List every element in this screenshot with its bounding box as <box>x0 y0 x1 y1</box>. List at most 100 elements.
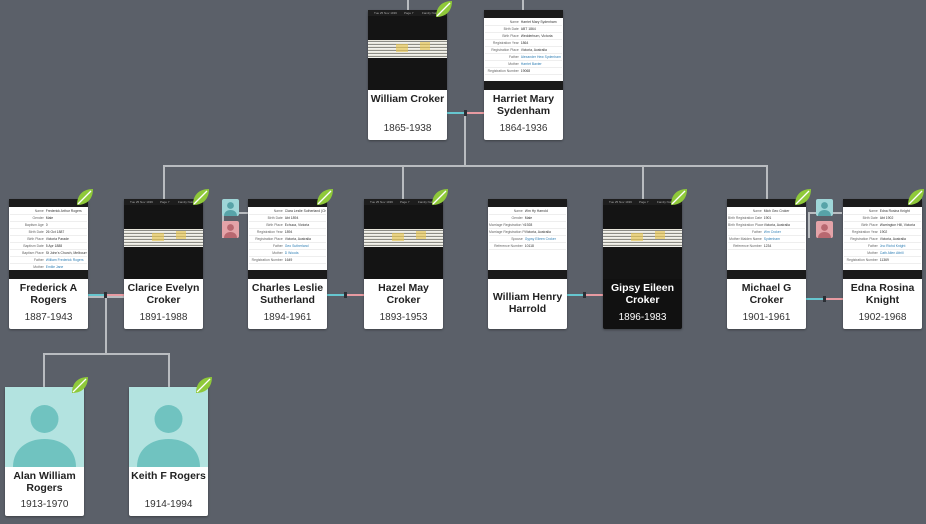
record-field-value: 1864 <box>520 41 529 45</box>
record-field-label: Birth Date <box>503 27 519 31</box>
record-field-value: Wedderburn, Victoria <box>520 34 553 38</box>
leaf-hint-icon[interactable] <box>430 187 450 207</box>
person-lifespan: 1864-1936 <box>499 123 548 134</box>
record-field-value: Victoria, Australia <box>520 48 547 52</box>
tree-line <box>464 113 466 166</box>
person-name: Edna Rosina Knight <box>850 282 915 306</box>
record-field-value: Frederick Arthur Rogers <box>45 209 82 213</box>
record-field-value: 1902 <box>879 230 888 234</box>
person-lifespan: 1902-1968 <box>858 312 907 323</box>
doc-header-date: Tue 25 Nov 1936 <box>370 200 393 204</box>
leaf-hint-icon[interactable] <box>906 187 926 207</box>
record-field-value: Echuca, Victoria <box>284 223 310 227</box>
person-card[interactable]: Alan William Rogers 1913-1970 <box>5 387 84 516</box>
tree-line <box>43 353 170 355</box>
leaf-hint-icon[interactable] <box>793 187 813 207</box>
leaf-hint-icon[interactable] <box>194 375 214 395</box>
record-field-value: Geo Sutherland <box>284 244 309 248</box>
record-field-value: Warrington Hill, Victoria <box>879 223 915 227</box>
female-spouse-icon[interactable] <box>816 221 833 238</box>
male-spouse-icon[interactable] <box>222 199 239 216</box>
person-name: Michael G Croker <box>741 282 792 306</box>
person-lifespan: 1891-1988 <box>139 312 188 323</box>
record-field-label: Baptism Place <box>22 251 44 255</box>
record-field-label: Father <box>272 244 283 248</box>
leaf-hint-icon[interactable] <box>315 187 335 207</box>
person-name: Gipsy Eileen Croker <box>610 282 675 306</box>
record-field-label: Name <box>868 209 878 213</box>
female-spouse-icon[interactable] <box>222 221 239 238</box>
record-field-value: Clara Leslie Sutherland (Charles Leslie … <box>284 209 326 213</box>
leaf-hint-icon[interactable] <box>70 375 90 395</box>
leaf-hint-icon[interactable] <box>434 0 454 19</box>
leaf-hint-icon[interactable] <box>669 187 689 207</box>
record-field-value: 1649 <box>284 258 293 262</box>
record-field-value: Alexander Hew Sydenham <box>520 55 561 59</box>
record-field-label: Name <box>273 209 283 213</box>
record-field-label: Registration Number <box>487 69 519 73</box>
tree-line <box>407 0 409 10</box>
couple-line <box>447 110 484 116</box>
couple-line <box>806 296 843 302</box>
record-field-label: Name <box>34 209 44 213</box>
doc-header-date: Tue 25 Nov 1936 <box>374 11 397 15</box>
record-field-value: 1928 <box>524 223 533 227</box>
male-spouse-icon[interactable] <box>816 199 833 216</box>
leaf-hint-icon[interactable] <box>191 187 211 207</box>
tree-line <box>522 0 524 10</box>
tree-line <box>168 353 170 387</box>
person-lifespan: 1914-1994 <box>144 499 193 510</box>
record-field-label: Name <box>513 209 523 213</box>
record-field-value: 10118 <box>524 244 534 248</box>
tree-line <box>402 165 404 199</box>
doc-header-date: Tue 25 Nov 1936 <box>130 200 153 204</box>
record-field-value: Harriet Mary Sydenham <box>520 20 557 24</box>
person-card[interactable]: Keith F Rogers 1914-1994 <box>129 387 208 516</box>
leaf-hint-icon[interactable] <box>75 187 95 207</box>
doc-header-page: Page 7 <box>404 11 414 15</box>
doc-header-page: Page 7 <box>160 200 170 204</box>
record-field-label: Registration Year <box>851 230 878 234</box>
couple-line <box>327 292 364 298</box>
tree-line <box>163 165 165 199</box>
